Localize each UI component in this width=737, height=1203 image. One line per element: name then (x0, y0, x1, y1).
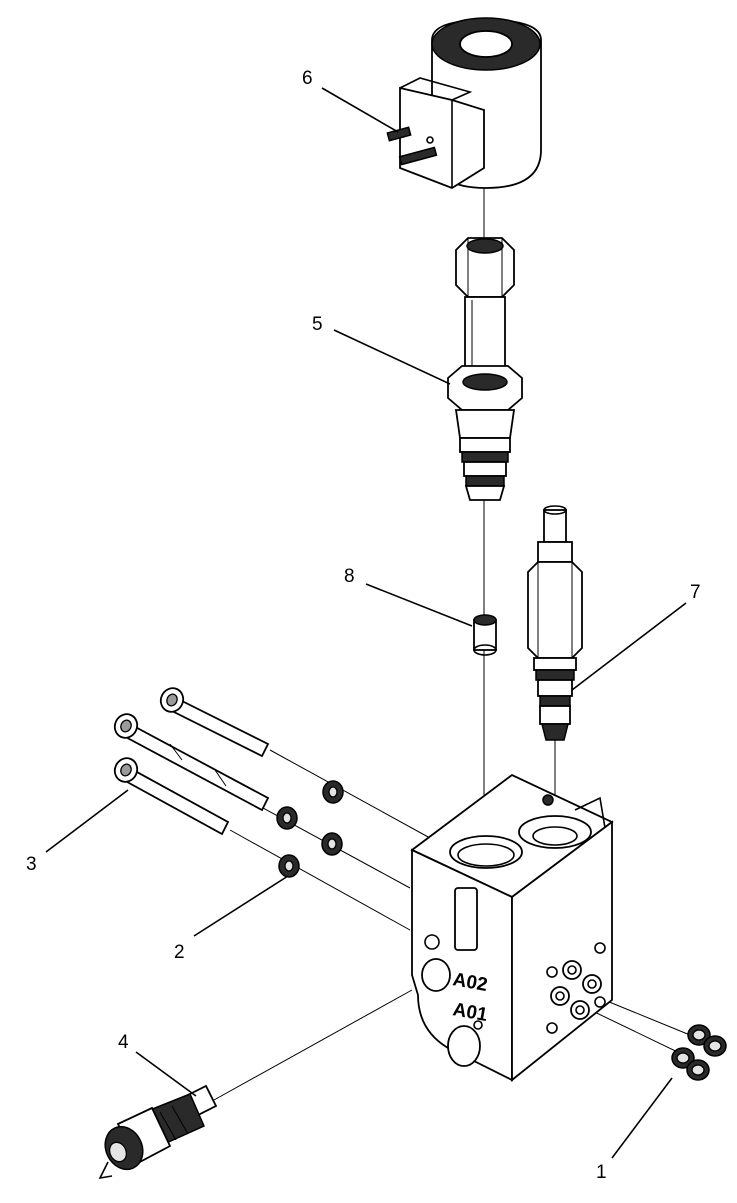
bolts (113, 687, 270, 836)
callout-labels: 6 5 8 7 3 2 4 1 (26, 68, 701, 1183)
solenoid-coil (386, 17, 542, 190)
valve-cartridge (447, 237, 523, 501)
o-rings (671, 1024, 727, 1081)
callout-8: 8 (344, 566, 355, 587)
callout-5: 5 (312, 314, 323, 335)
callout-6: 6 (302, 68, 313, 89)
relief-valve-cartridge (527, 505, 583, 741)
washer-1 (322, 780, 344, 804)
callout-3: 3 (26, 854, 37, 875)
o-ring-4 (686, 1059, 710, 1081)
washer-2 (276, 806, 298, 830)
relief-fitting (98, 1084, 218, 1180)
callout-4: 4 (118, 1032, 129, 1053)
bolt-3 (113, 757, 230, 836)
o-ring-2 (703, 1035, 727, 1057)
o-ring-1 (687, 1024, 711, 1046)
sleeve (473, 614, 497, 656)
manifold-block: A02 A01 (410, 773, 614, 1082)
bolt-2 (113, 713, 270, 812)
washers (276, 780, 344, 878)
callout-7: 7 (690, 582, 701, 603)
o-ring-3 (671, 1047, 695, 1069)
washer-3 (321, 832, 343, 856)
washer-4 (278, 854, 300, 878)
callout-2: 2 (174, 942, 185, 963)
callout-1: 1 (596, 1162, 607, 1183)
leader-lines (45, 87, 687, 1159)
bolt-1 (159, 687, 270, 758)
